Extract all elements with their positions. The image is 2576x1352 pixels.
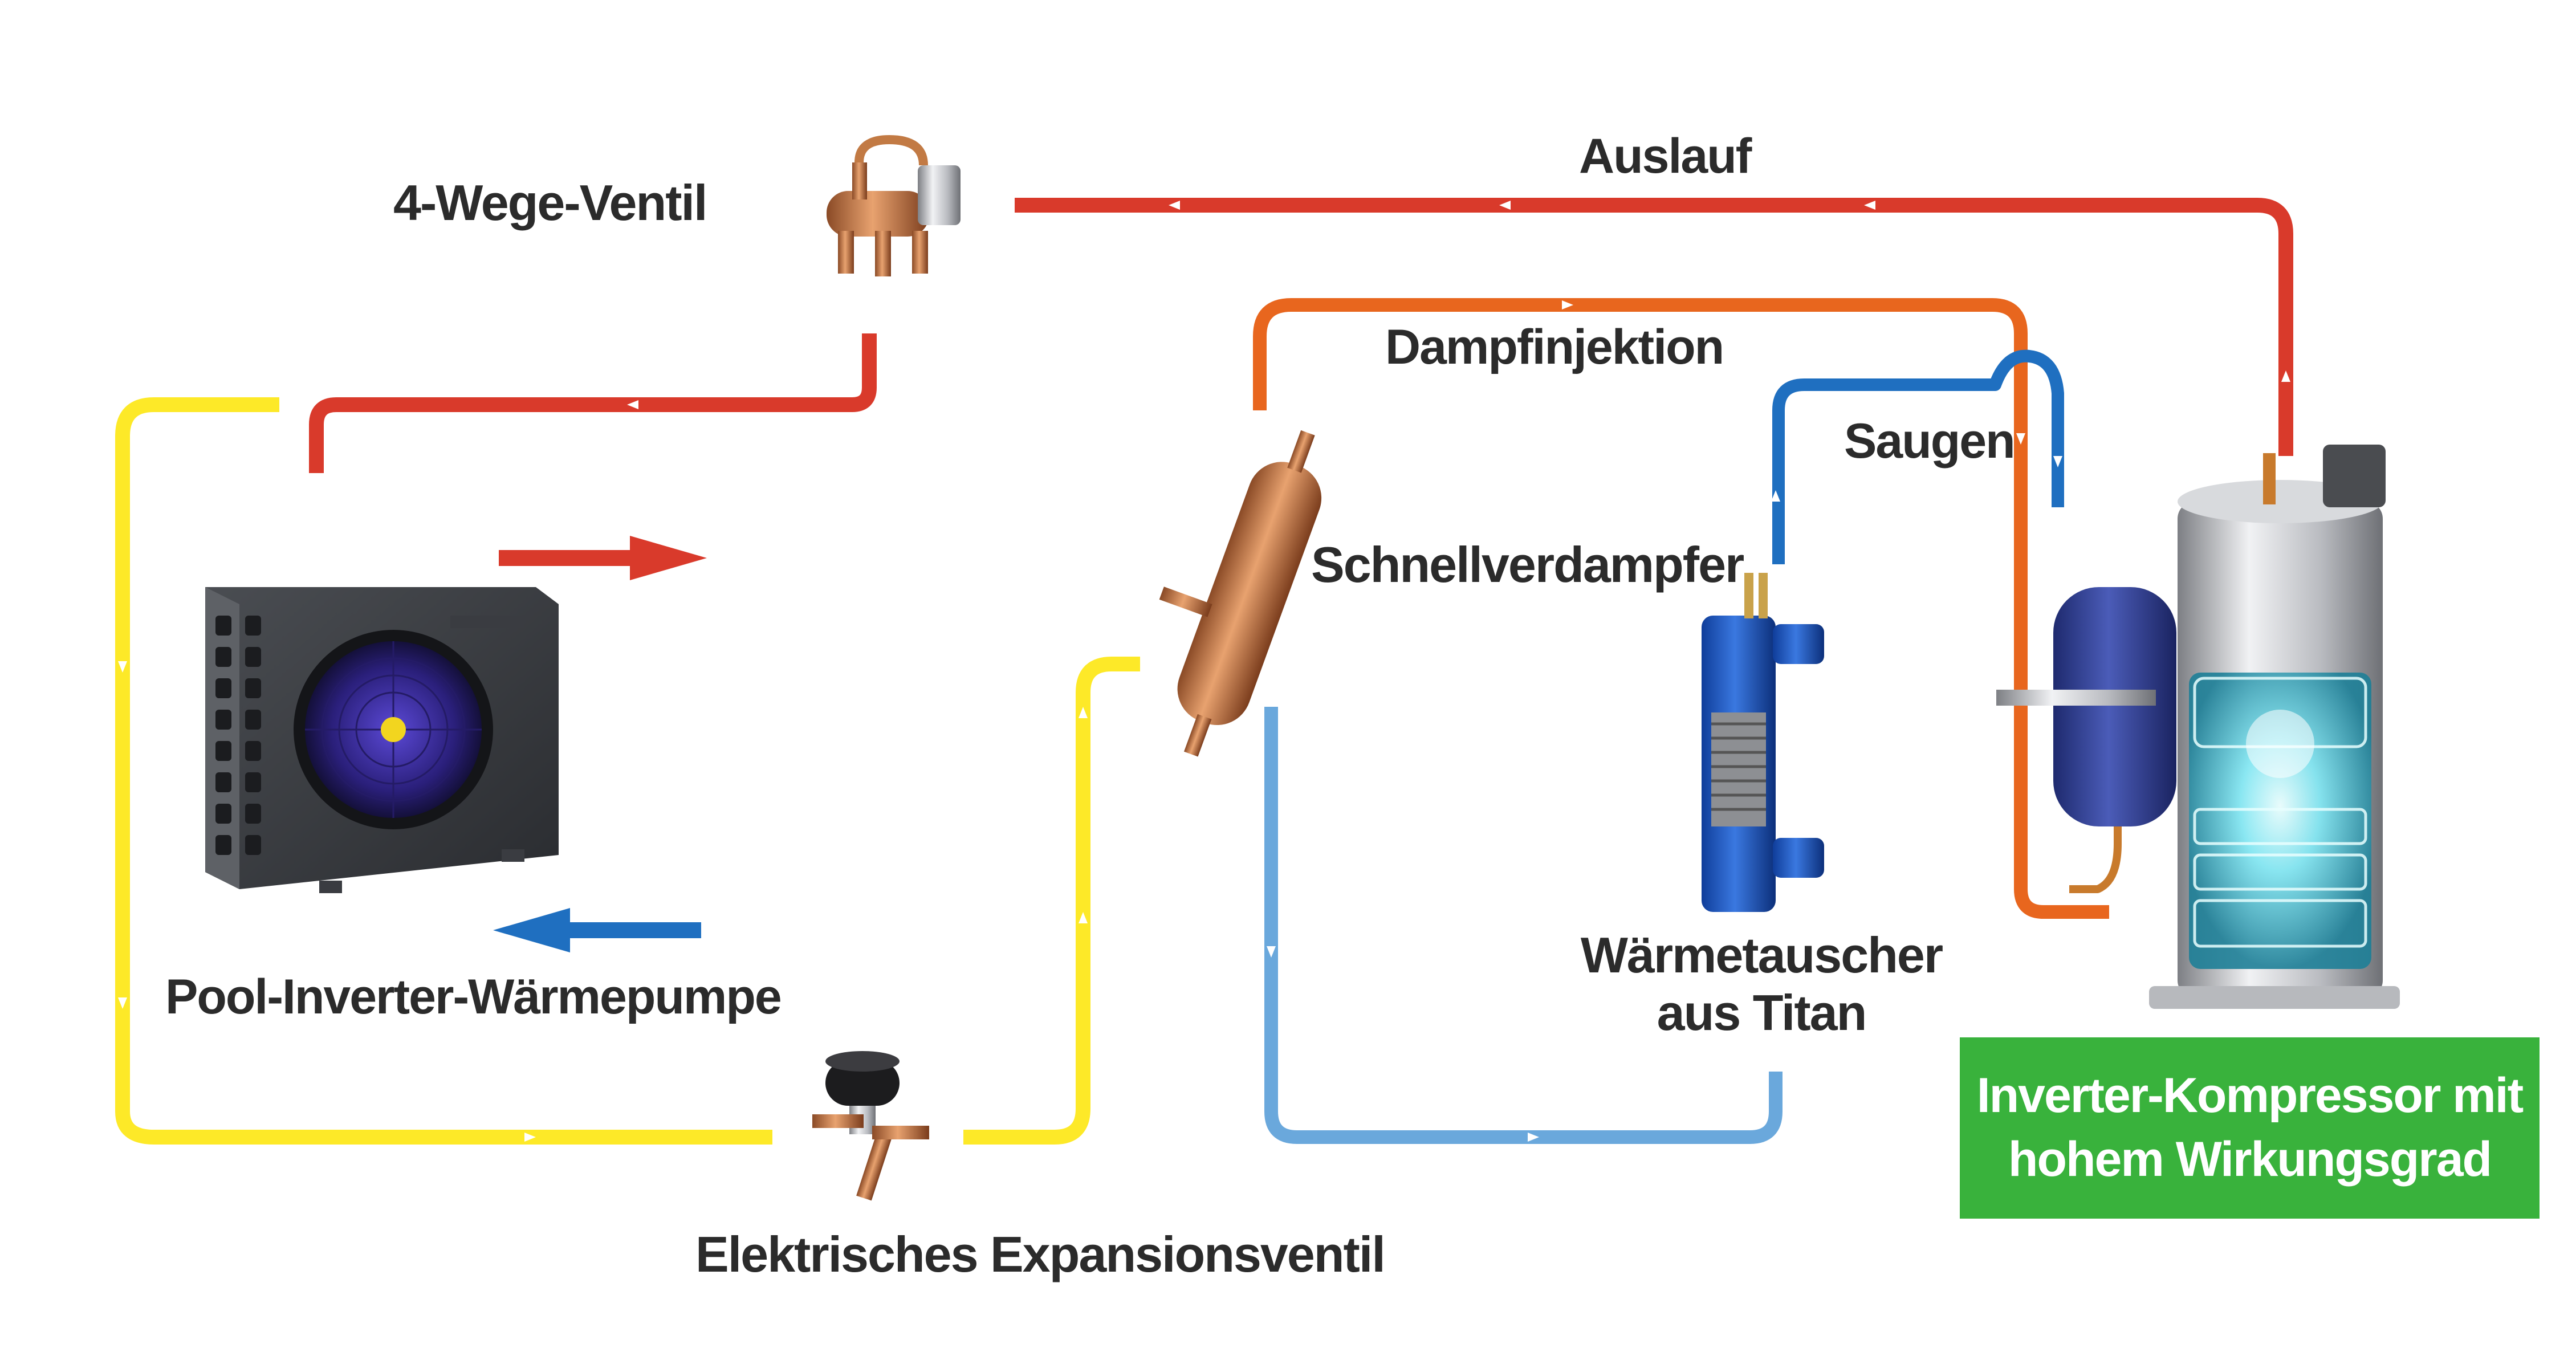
compressor-label-line1: Inverter-Kompressor mit	[1976, 1068, 2524, 1123]
suction-pipe	[1772, 349, 2064, 564]
four-way-valve-icon	[827, 135, 961, 276]
outlet-label: Auslauf	[1579, 129, 1752, 184]
hot-water-arrow	[499, 536, 707, 580]
flash-evaporator-label: Schnellverdampfer	[1311, 536, 1744, 593]
steam-injection-pipe	[1253, 298, 2109, 919]
expansion-valve-label: Elektrisches Expansionsventil	[695, 1226, 1386, 1282]
flash-evaporator-icon	[1159, 430, 1322, 757]
flow-arrows	[118, 201, 2290, 1142]
cold-water-arrow	[493, 908, 701, 952]
pipes	[115, 198, 2293, 1145]
compressor-label-line2: hohem Wirkungsgrad	[2008, 1132, 2492, 1187]
liquid-pipe-left	[115, 397, 772, 1145]
four-way-valve-label: 4-Wege-Ventil	[393, 174, 707, 231]
liquid-pipe-right	[963, 657, 1140, 1145]
inverter-compressor-icon	[1996, 445, 2400, 1009]
evaporator-to-exchanger-pipe	[1264, 707, 1783, 1144]
compressor-label-badge: Inverter-Kompressor mit hohem Wirkungsgr…	[1960, 1037, 2540, 1219]
valve-to-heatpump-pipe	[309, 333, 877, 473]
heat-pump-label: Pool-Inverter-Wärmepumpe	[165, 970, 782, 1024]
pool-heat-pump-unit-icon	[205, 587, 559, 893]
heat-exchanger-label-line2: aus Titan	[1657, 984, 1867, 1041]
heat-exchanger-label: Wärmetauscher aus Titan	[1562, 926, 1961, 1041]
heat-exchanger-label-line1: Wärmetauscher	[1580, 927, 1943, 983]
titanium-heat-exchanger-icon	[1702, 573, 1824, 912]
discharge-pipe	[1015, 198, 2293, 456]
steam-injection-label: Dampfinjektion	[1385, 320, 1724, 374]
electronic-expansion-valve-icon	[812, 1051, 929, 1201]
compressor-copper-tube	[2069, 707, 2122, 893]
suction-label: Saugen	[1844, 414, 2016, 469]
